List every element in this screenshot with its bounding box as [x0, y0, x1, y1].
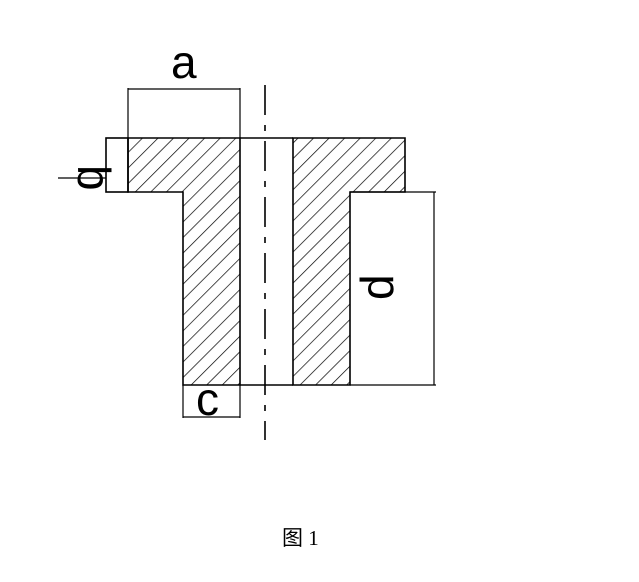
dimension-c-label: c	[196, 373, 219, 425]
dimension-b-label: b	[68, 165, 120, 191]
left-flange-tip	[105, 137, 129, 193]
dimension-c: c	[182, 373, 241, 425]
dimension-b: b	[58, 165, 120, 191]
figure-caption: 图 1	[282, 526, 319, 550]
dimension-d: d	[350, 191, 436, 386]
right-section-hatched	[292, 137, 406, 386]
left-section-hatched	[127, 137, 241, 386]
dimension-a-label: a	[171, 36, 197, 88]
dimension-a: a	[127, 36, 241, 138]
dimension-d-label: d	[351, 274, 403, 300]
